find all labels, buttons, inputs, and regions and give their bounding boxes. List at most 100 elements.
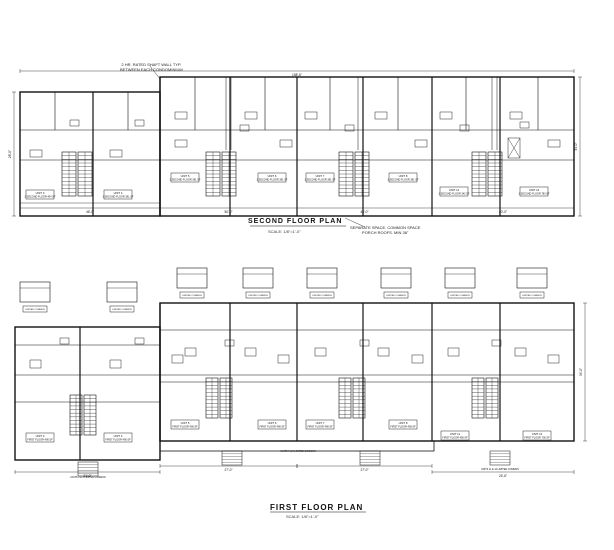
second-floor-unit-label: UNIT 5 bbox=[181, 174, 190, 178]
bath-fixture bbox=[174, 111, 188, 120]
limited-common-label: LIMITED COMMON bbox=[112, 309, 132, 311]
second-floor-left-dim: 28'-0" bbox=[8, 150, 12, 158]
closet-fixture bbox=[344, 124, 355, 132]
bay-projection bbox=[516, 267, 548, 289]
second-floor-bottom-dim: 46'-0" bbox=[86, 210, 94, 214]
limited-common-box bbox=[22, 305, 48, 313]
unit-tag-box bbox=[25, 432, 55, 443]
second-floor-unit-label: UNIT 8 bbox=[399, 174, 408, 178]
entry-steps bbox=[77, 461, 99, 477]
unit-tag-box bbox=[388, 172, 418, 183]
first-floor-unit-label: UNIT 11 bbox=[450, 432, 461, 436]
porch-label: UNITS 3 & 4 LIMITED COMMON bbox=[70, 476, 106, 479]
note-leader bbox=[344, 217, 366, 228]
bath-fixture bbox=[224, 339, 235, 347]
unit-area-label: FIRST FLOOR 490 SF bbox=[307, 426, 333, 429]
bay-projection bbox=[106, 281, 138, 303]
unit-tag-box bbox=[305, 172, 335, 183]
unit-tag-box bbox=[519, 186, 549, 197]
bath-fixture bbox=[359, 339, 370, 347]
common-space-note: SEPARATE SPACE. COMMON SPACE PORCH ROOFS… bbox=[350, 225, 421, 235]
entry-steps bbox=[221, 450, 243, 466]
bath-fixture bbox=[134, 337, 145, 345]
entry-steps bbox=[489, 450, 511, 466]
bath-fixture bbox=[491, 339, 502, 347]
unit-area-label: FIRST FLOOR 490 SF bbox=[442, 437, 468, 440]
unit-area-label: 2 SECOND FLOOR 404 SF bbox=[25, 196, 56, 199]
first-floor-unit-label: UNIT 3 bbox=[36, 434, 45, 438]
first-floor-main-block bbox=[159, 302, 575, 442]
bath-fixture bbox=[509, 111, 523, 120]
kitchen-fixture bbox=[314, 347, 327, 357]
kitchen-fixture bbox=[377, 347, 390, 357]
bath-fixture bbox=[304, 111, 318, 120]
unit-area-label: FIRST FLOOR 490 SF bbox=[27, 439, 53, 442]
second-floor-top-dim: 158'-6" bbox=[292, 73, 302, 77]
first-floor-unit-label: UNIT 4 bbox=[114, 434, 123, 438]
kitchen-fixture bbox=[277, 354, 290, 364]
second-floor-unit-label: UNIT 3 bbox=[36, 191, 45, 195]
limited-common-label: LIMITED COMMON bbox=[522, 295, 542, 297]
limited-common-label: LIMITED COMMON bbox=[312, 295, 332, 297]
first-floor-unit-label: UNIT 12 bbox=[532, 432, 543, 436]
bath-fixture bbox=[29, 149, 43, 158]
kitchen-fixture bbox=[29, 359, 42, 369]
limited-common-label: LIMITED COMMON bbox=[248, 295, 268, 297]
bath-fixture bbox=[59, 337, 70, 345]
second-floor-unit-label: UNIT 12 bbox=[529, 188, 540, 192]
unit-tag-box bbox=[305, 419, 335, 430]
bay-projection bbox=[176, 267, 208, 289]
bay-projection bbox=[444, 267, 476, 289]
first-floor-title: FIRST FLOOR PLAN bbox=[270, 503, 364, 512]
bath-fixture bbox=[279, 139, 293, 148]
bay-projection bbox=[242, 267, 274, 289]
unit-tag-box bbox=[439, 186, 469, 197]
limited-common-box bbox=[447, 291, 473, 299]
second-floor-scale: SCALE: 1/8"=1'-0" bbox=[268, 229, 301, 234]
first-floor-dim: 21'-0" bbox=[83, 474, 91, 478]
bath-fixture bbox=[547, 139, 561, 148]
unit-tag-box bbox=[103, 189, 133, 200]
unit-area-label: 2 SECOND FLOOR 391 SF bbox=[170, 179, 201, 182]
closet-fixture bbox=[459, 124, 470, 132]
bath-fixture bbox=[174, 139, 188, 148]
second-floor-unit-label: UNIT 11 bbox=[449, 188, 460, 192]
unit-tag-box bbox=[257, 172, 287, 183]
shaft-wall-note: 2 HR. RATED SHAFT WALL TYP. BETWEEN EACH… bbox=[120, 62, 183, 72]
limited-common-label: LIMITED COMMON bbox=[386, 295, 406, 297]
second-floor-bottom-dim: 45'-0" bbox=[360, 210, 368, 214]
unit-area-label: FIRST FLOOR 490 SF bbox=[390, 426, 416, 429]
first-floor-unit-label: UNIT 6 bbox=[268, 421, 277, 425]
closet-fixture bbox=[519, 121, 530, 129]
second-floor-unit-label: UNIT 7 bbox=[316, 174, 325, 178]
limited-common-label: LIMITED COMMON bbox=[182, 295, 202, 297]
unit-area-label: 2 SECOND FLOOR 391 SF bbox=[388, 179, 419, 182]
limited-common-box bbox=[519, 291, 545, 299]
porch-label: UNITS 11 & 12 LIMITED COMMON bbox=[481, 468, 519, 471]
unit-tag-box bbox=[388, 419, 418, 430]
unit-area-label: FIRST FLOOR 490 SF bbox=[105, 439, 131, 442]
unit-area-label: FIRST FLOOR 790 SF bbox=[524, 437, 550, 440]
bath-fixture bbox=[439, 111, 453, 120]
bay-projection bbox=[19, 281, 51, 303]
limited-common-label: LIMITED COMMON bbox=[450, 295, 470, 297]
kitchen-fixture bbox=[184, 347, 197, 357]
second-floor-unit-label: UNIT 4 bbox=[114, 191, 123, 195]
unit-area-label: 2 SECOND FLOOR 342 SF bbox=[439, 193, 470, 196]
unit-area-label: FIRST FLOOR 490 SF bbox=[172, 426, 198, 429]
unit-tag-box bbox=[257, 419, 287, 430]
kitchen-fixture bbox=[447, 347, 460, 357]
kitchen-fixture bbox=[244, 347, 257, 357]
entry-steps bbox=[359, 450, 381, 466]
unit-area-label: 2 SECOND FLOOR 783 SF bbox=[519, 193, 550, 196]
unit-tag-box bbox=[25, 189, 55, 200]
first-floor-dim: 27'-0" bbox=[224, 468, 232, 472]
unit-tag-box bbox=[440, 430, 470, 441]
bath-fixture bbox=[244, 111, 258, 120]
kitchen-fixture bbox=[171, 354, 184, 364]
second-floor-bottom-dim: 50'-0" bbox=[224, 210, 232, 214]
first-floor-unit-label: UNIT 8 bbox=[399, 421, 408, 425]
second-floor-unit-label: UNIT 6 bbox=[268, 174, 277, 178]
kitchen-fixture bbox=[547, 354, 560, 364]
